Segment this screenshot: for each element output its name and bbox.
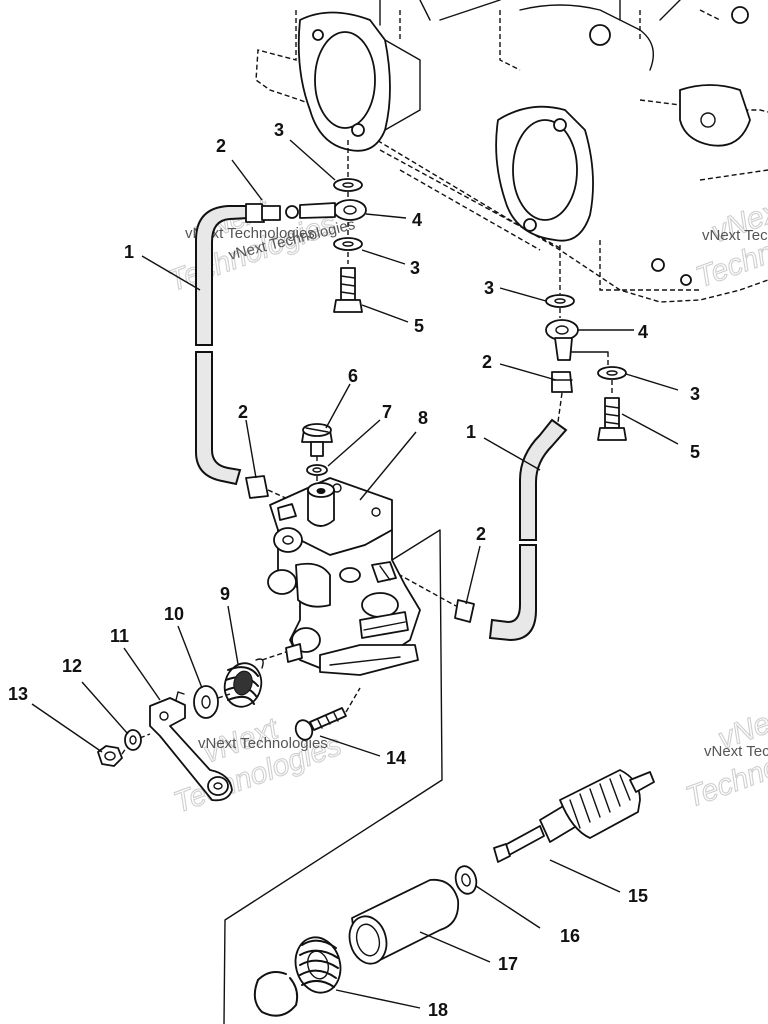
callout-label: 1 — [466, 422, 476, 442]
return-spring — [223, 651, 287, 708]
hose-clamp — [551, 371, 573, 393]
hose-clamp — [454, 599, 475, 623]
drive-gear-shaft — [493, 769, 655, 863]
mounting-screw — [294, 687, 361, 741]
left-upper-hose — [195, 203, 281, 346]
right-upper-hose — [519, 392, 568, 541]
hose-clamp — [245, 203, 265, 223]
callout-label: 11 — [110, 626, 129, 646]
right-lower-hose — [397, 544, 537, 642]
callout-label: 8 — [418, 408, 428, 428]
callout-label: 17 — [498, 954, 518, 974]
callout-label: 10 — [164, 604, 184, 624]
sealing-washer — [306, 464, 328, 476]
callout-label: 2 — [238, 402, 248, 422]
lock-washer — [124, 729, 151, 751]
right-fitting-assembly — [545, 245, 627, 441]
bleeder-screw — [301, 423, 333, 484]
watermark-text: vNext Technologies — [185, 225, 315, 242]
oil-pump-body — [267, 477, 421, 676]
banjo-fitting — [333, 199, 367, 221]
watermark-text: vNext Technologies — [198, 735, 328, 752]
shaft-washer — [454, 865, 478, 895]
washer — [333, 237, 363, 251]
callout-label: 5 — [414, 316, 424, 336]
washer — [597, 366, 627, 380]
callout-label: 7 — [382, 402, 392, 422]
callout-label: 2 — [482, 352, 492, 372]
callout-numbers: 1 2 3 4 3 5 3 4 2 3 5 1 6 7 8 2 2 1 2 9 … — [8, 120, 700, 1020]
callout-label: 3 — [274, 120, 284, 140]
callout-label: 9 — [220, 584, 230, 604]
callout-label: 4 — [412, 210, 422, 230]
callout-label: 15 — [628, 886, 648, 906]
engine-block — [255, 0, 768, 303]
callout-label: 16 — [560, 926, 580, 946]
callout-label: 6 — [348, 366, 358, 386]
control-lever — [149, 691, 233, 802]
watermark-text: vNext Technologies — [702, 227, 768, 244]
coil-spring — [294, 936, 342, 994]
callout-label: 18 — [428, 1000, 448, 1020]
callout-label: 5 — [690, 442, 700, 462]
hex-nut — [97, 745, 127, 767]
callout-label: 3 — [484, 278, 494, 298]
callout-leaders — [31, 139, 679, 1009]
callout-label: 3 — [410, 258, 420, 278]
banjo-fitting — [545, 319, 579, 341]
drive-shaft-boundary — [223, 529, 443, 1024]
bushing-sleeve — [348, 878, 460, 965]
callout-label: 2 — [216, 136, 226, 156]
callout-label: 3 — [690, 384, 700, 404]
snap-ring — [253, 971, 299, 1017]
flat-washer — [193, 685, 231, 719]
callout-label: 1 — [124, 242, 134, 262]
washer — [545, 294, 575, 308]
hose-clamp — [245, 475, 269, 499]
callout-label: 2 — [476, 524, 486, 544]
callout-label: 4 — [638, 322, 648, 342]
callout-label: 14 — [386, 748, 406, 768]
left-fitting-assembly — [285, 140, 367, 313]
watermark-text: vNext Technologies — [704, 743, 768, 760]
callout-label: 12 — [62, 656, 82, 676]
left-lower-hose — [195, 351, 291, 501]
callout-label: 13 — [8, 684, 28, 704]
washer — [333, 178, 363, 192]
